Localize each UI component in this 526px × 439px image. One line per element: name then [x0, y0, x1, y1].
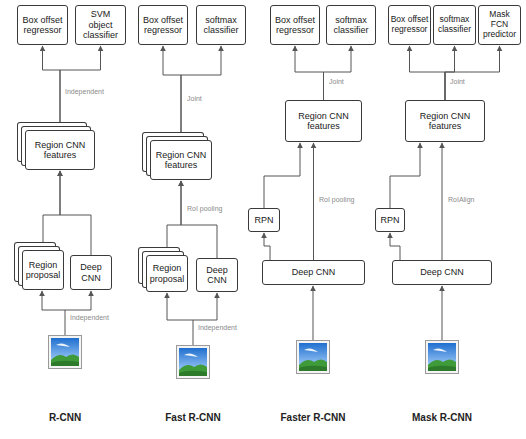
connector: [324, 46, 352, 100]
edge-label: RoIAlign: [447, 196, 475, 203]
input-image: [426, 341, 459, 374]
box-text: Box offset regressor: [20, 15, 65, 36]
process-box: Region CNN features: [405, 100, 485, 142]
connector: [410, 46, 446, 100]
model-caption: Fast R-CNN: [133, 412, 253, 423]
process-box: Box offset regressor: [270, 5, 320, 45]
connector: [43, 46, 61, 130]
process-box: softmax classifier: [326, 5, 376, 45]
model-caption: R-CNN: [5, 412, 125, 423]
edge-label: Joint: [186, 95, 203, 102]
box-text: Mask FCN predictor: [480, 10, 519, 39]
process-box: Box offset regressor: [138, 5, 188, 45]
edge-label: RoI pooling: [318, 196, 355, 203]
box-text: Deep CNN: [420, 267, 464, 277]
edge-label: Independent: [64, 88, 105, 95]
process-box: SVM object classifier: [75, 5, 126, 45]
connector: [390, 233, 400, 260]
connector: [167, 181, 181, 255]
box-text: Box offset regressor: [141, 15, 185, 36]
box-text: Region CNN features: [288, 111, 359, 132]
connector: [445, 46, 455, 100]
box-text: softmax classifier: [199, 15, 243, 36]
input-image: [49, 336, 82, 369]
process-box: Deep CNN: [70, 255, 112, 290]
process-box: Region CNN features: [285, 100, 362, 142]
process-box: Mask FCN predictor: [478, 5, 521, 45]
annotation: Independent: [197, 324, 238, 331]
box-text: Region proposal: [25, 260, 61, 281]
image-arrow: [42, 291, 65, 335]
process-box: Deep CNN: [392, 260, 492, 285]
connector: [181, 46, 221, 140]
connector: [60, 171, 91, 255]
box-text: RPN: [380, 215, 399, 225]
edge-label: Joint: [328, 78, 345, 85]
process-box: softmax classifier: [433, 5, 476, 45]
box-text: softmax classifier: [329, 15, 373, 36]
connector: [181, 181, 217, 258]
input-image: [177, 346, 210, 379]
box-text: Deep CNN: [292, 267, 336, 277]
process-box: softmax classifier: [196, 5, 246, 45]
input-image: [297, 341, 330, 374]
box-text: softmax classifier: [435, 15, 474, 35]
process-box: Region proposal: [146, 255, 188, 292]
annotation: Independent: [69, 314, 110, 321]
image-arrow: [442, 286, 443, 340]
box-text: Deep CNN: [199, 265, 235, 286]
process-box: Deep CNN: [196, 258, 238, 292]
box-text: Box offset regressor: [273, 15, 317, 36]
process-box: RPN: [248, 208, 280, 232]
image-arrow: [193, 293, 217, 320]
image-arrow: [167, 293, 193, 345]
process-box: Region proposal: [22, 250, 64, 290]
connector: [264, 233, 270, 260]
process-box: Region CNN features: [25, 130, 95, 170]
image-arrow: [313, 286, 314, 340]
connector: [163, 46, 181, 140]
connector: [313, 143, 314, 260]
process-box: Region CNN features: [150, 140, 212, 180]
model-caption: Mask R-CNN: [382, 412, 502, 423]
box-text: Region proposal: [149, 263, 185, 284]
process-box: Deep CNN: [262, 260, 365, 285]
connector: [264, 143, 300, 208]
connector: [295, 46, 324, 100]
box-text: Region CNN features: [28, 140, 92, 161]
box-text: Box offset regressor: [390, 15, 429, 35]
edge-label: RoI pooling: [186, 205, 223, 212]
connector: [442, 143, 443, 260]
box-text: Region CNN features: [153, 150, 209, 171]
connector: [390, 143, 420, 208]
connector: [43, 171, 60, 250]
box-text: Region CNN features: [408, 111, 482, 132]
image-arrow: [65, 291, 91, 310]
process-box: RPN: [375, 208, 405, 232]
process-box: Box offset regressor: [388, 5, 431, 45]
process-box: Box offset regressor: [17, 5, 68, 45]
edge-label: Joint: [449, 78, 466, 85]
box-text: RPN: [254, 215, 273, 225]
connector: [445, 46, 500, 100]
box-text: Deep CNN: [73, 262, 109, 283]
model-caption: Faster R-CNN: [253, 412, 373, 423]
box-text: SVM object classifier: [78, 9, 123, 40]
